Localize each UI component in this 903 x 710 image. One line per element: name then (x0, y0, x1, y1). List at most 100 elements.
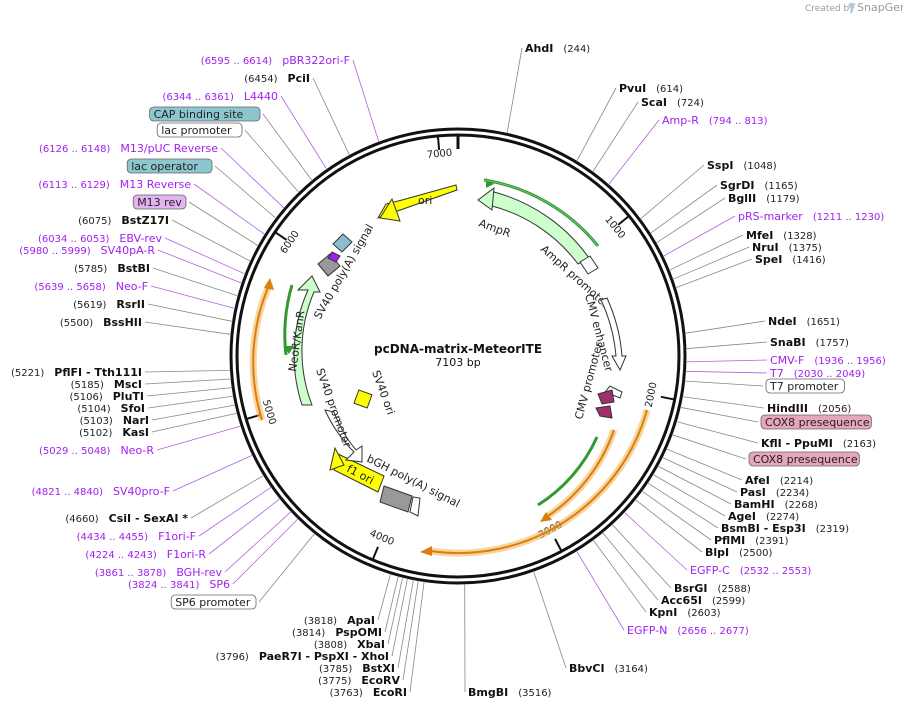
map-label[interactable]: (6126 .. 6148)M13/pUC Reverse (39, 142, 218, 155)
map-label[interactable]: (5029 .. 5048)Neo-R (39, 444, 154, 457)
map-label[interactable]: T7 promoter (765, 378, 845, 394)
map-label[interactable]: HindIII(2056) (767, 402, 851, 415)
map-label[interactable]: (5980 .. 5999)SV40pA-R (19, 244, 155, 257)
map-label[interactable]: SnaBI(1757) (770, 336, 849, 349)
map-label[interactable]: AhdI(244) (525, 42, 590, 55)
feature-neor[interactable] (293, 275, 321, 406)
map-label[interactable]: (6034 .. 6053)EBV-rev (38, 232, 162, 245)
map-label[interactable]: Amp-R(794 .. 813) (662, 114, 768, 127)
map-label[interactable]: BbvCI(3164) (569, 662, 648, 675)
site-position: (1179) (766, 194, 799, 205)
map-label[interactable]: SgrDI(1165) (720, 179, 798, 192)
map-label[interactable]: EGFP-C(2532 .. 2553) (690, 564, 811, 577)
feature-sv40-promoter-label: SV40 promoter (313, 367, 354, 450)
map-label[interactable]: lac promoter (156, 122, 243, 138)
map-label[interactable]: BlpI(2500) (705, 546, 772, 559)
map-label[interactable]: (4821 .. 4840)SV40pro-F (32, 485, 170, 498)
map-label[interactable]: (3808)XbaI (314, 638, 385, 651)
map-label[interactable]: Acc65I(2599) (661, 594, 745, 607)
feature-sv40-ori[interactable] (353, 389, 373, 409)
map-label[interactable]: (4434 .. 4455)F1ori-F (77, 530, 196, 543)
leader-line (640, 164, 705, 220)
map-label[interactable]: (5185)MscI (71, 378, 142, 391)
map-label[interactable]: NruI(1375) (752, 241, 822, 254)
map-label[interactable]: pRS-marker(1211 .. 1230) (738, 210, 884, 223)
leader-line (662, 457, 738, 493)
feature-cmv-enhancer[interactable] (600, 297, 627, 372)
cox8-marker-2[interactable] (595, 405, 613, 419)
map-label[interactable]: (6113 .. 6129)M13 Reverse (38, 178, 191, 191)
map-label[interactable]: lac operator (126, 158, 213, 174)
map-label[interactable]: (5104)SfoI (77, 402, 145, 415)
map-label[interactable]: BsmBI - Esp3I(2319) (721, 522, 849, 535)
map-label[interactable]: (3861 .. 3878)BGH-rev (95, 566, 223, 579)
map-label[interactable]: AfeI(2214) (745, 474, 813, 487)
map-label[interactable]: T7(2030 .. 2049) (769, 367, 865, 380)
map-label[interactable]: (3814)PspOMI (292, 626, 382, 639)
site-name: XbaI (357, 638, 385, 651)
map-label[interactable]: COX8 presequence (748, 451, 860, 467)
map-label[interactable]: SP6 promoter (170, 594, 257, 610)
map-label[interactable]: (6454)PciI (244, 72, 310, 85)
map-label[interactable]: (5103)NarI (80, 414, 149, 427)
map-label[interactable]: (3824 .. 3841)SP6 (128, 578, 230, 591)
site-position: (5103) (80, 416, 113, 427)
map-label[interactable]: BamHI(2268) (734, 498, 818, 511)
feature-tag-box (126, 158, 213, 174)
site-position: (1375) (789, 243, 822, 254)
map-label[interactable]: SspI(1048) (707, 159, 777, 172)
map-label[interactable]: BmgBI(3516) (468, 686, 552, 699)
map-label[interactable]: BglII(1179) (728, 192, 800, 205)
map-label[interactable]: NdeI(1651) (768, 315, 840, 328)
map-label[interactable]: (5619)RsrII (73, 298, 145, 311)
map-label[interactable]: AgeI(2274) (728, 510, 799, 523)
map-label[interactable]: MfeI(1328) (746, 229, 817, 242)
site-name: PspOMI (335, 626, 382, 639)
map-label[interactable]: (3785)BstXI (319, 662, 395, 675)
leader-line (244, 129, 300, 193)
map-label[interactable]: SpeI(1416) (755, 253, 826, 266)
feature-bgh-polya[interactable] (379, 485, 413, 513)
site-position: (2599) (712, 596, 745, 607)
map-label[interactable]: CMV-F(1936 .. 1956) (770, 354, 886, 367)
map-label[interactable]: (6344 .. 6361)L4440 (162, 90, 278, 103)
map-label[interactable]: CAP binding site (149, 106, 261, 122)
plasmid-length: 7103 bp (435, 356, 480, 369)
map-label[interactable]: (3818)ApaI (304, 614, 375, 627)
map-label[interactable]: (5785)BstBI (74, 262, 150, 275)
site-name: PluTI (113, 390, 144, 403)
feature-cmv-promoter[interactable] (604, 385, 623, 399)
leader-line (650, 184, 718, 234)
map-label[interactable]: PasI(2234) (740, 486, 809, 499)
leader-line (147, 395, 234, 409)
map-label[interactable]: (6595 .. 6614)pBR322ori-F (201, 54, 350, 67)
map-label[interactable]: PflMI(2391) (714, 534, 789, 547)
map-label[interactable]: KflI - PpuMI(2163) (761, 437, 876, 450)
site-label: (5221)PflFI - Tth111I (11, 366, 142, 379)
map-label[interactable]: PvuI(614) (619, 82, 683, 95)
feature-ampr-promoter[interactable] (579, 255, 599, 275)
map-label[interactable]: (3763)EcoRI (330, 686, 407, 699)
map-label[interactable]: (3796)PaeR7I - PspXI - XhoI (216, 650, 389, 663)
map-label[interactable]: (5500)BssHII (60, 316, 142, 329)
leader-line (611, 523, 672, 589)
map-label[interactable]: COX8 presequence (760, 414, 872, 430)
map-label[interactable]: ScaI(724) (641, 96, 704, 109)
map-label[interactable]: BsrGI(2588) (674, 582, 751, 595)
map-label[interactable]: (5221)PflFI - Tth111I (11, 366, 142, 379)
map-label[interactable]: (4660)CsiI - SexAI * (65, 512, 188, 525)
map-label[interactable]: (5106)PluTI (69, 390, 144, 403)
map-label[interactable]: (3775)EcoRV (318, 674, 400, 687)
feature-ori-label: ori (418, 194, 432, 207)
feature-sv40-promoter[interactable] (324, 409, 363, 463)
map-label[interactable]: KpnI(2603) (649, 606, 721, 619)
map-label[interactable]: M13 rev (132, 194, 187, 210)
map-label[interactable]: (5639 .. 5658)Neo-F (34, 280, 148, 293)
map-label[interactable]: (4224 .. 4243)F1ori-R (85, 548, 206, 561)
primer-name: EGFP-N (627, 624, 667, 637)
map-label[interactable]: EGFP-N(2656 .. 2677) (627, 624, 749, 637)
feature-ampr[interactable] (487, 191, 590, 265)
cox8-marker-1[interactable] (597, 389, 615, 405)
map-label[interactable]: (5102)KasI (79, 426, 149, 439)
map-label[interactable]: (6075)BstZ17I (78, 214, 169, 227)
